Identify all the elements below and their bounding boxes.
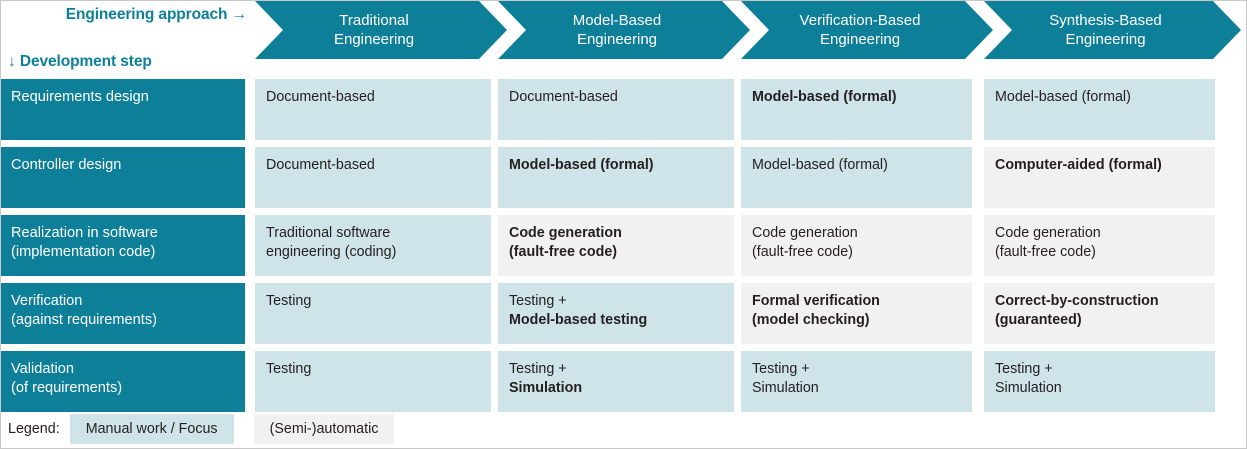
row-header-line2: (against requirements) (11, 312, 158, 329)
column-header-line2: Engineering (333, 31, 415, 48)
cell-line1: Testing + (995, 361, 1053, 377)
row-header-line1: Validation (11, 361, 75, 377)
matrix-cell-r5-c3[interactable]: Testing + Simulation (741, 351, 972, 412)
cell-line2: Simulation (752, 379, 819, 396)
row-header-5[interactable]: Validation (of requirements) (1, 351, 245, 412)
matrix-cell-r3-c4[interactable]: Code generation (fault-free code) (984, 215, 1215, 276)
cell-line2: engineering (coding) (266, 243, 397, 260)
row-header-line1: Verification (11, 293, 83, 309)
row-header-line2: (of requirements) (11, 380, 123, 397)
cell-line1: Testing + (752, 361, 810, 377)
column-header-line1: Model-Based (572, 11, 662, 29)
cell-line1: Document-based (266, 157, 375, 173)
cell-line1: Correct-by-construction (995, 293, 1159, 309)
cell-line2: (guaranteed) (995, 311, 1082, 328)
matrix-cell-r2-c3[interactable]: Model-based (formal) (741, 147, 972, 208)
cell-line1: Model-based (formal) (509, 157, 654, 173)
cell-line2: Simulation (995, 379, 1062, 396)
cell-line1: Computer-aided (formal) (995, 157, 1162, 173)
matrix-cell-r3-c1[interactable]: Traditional software engineering (coding) (255, 215, 491, 276)
row-header-line1: Realization in software (11, 225, 158, 241)
cell-line1: Model-based (formal) (752, 157, 888, 173)
column-header-line2: Engineering (819, 31, 901, 48)
matrix-cell-r2-c2[interactable]: Model-based (formal) (498, 147, 734, 208)
engineering-approach-axis-label: Engineering approach → (65, 6, 247, 23)
row-header-line1: Requirements design (11, 89, 149, 105)
cell-line1: Code generation (752, 225, 858, 241)
column-header-line1: Verification-Based (799, 11, 921, 29)
row-header-3[interactable]: Realization in software (implementation c… (1, 215, 245, 276)
matrix-row: Verification (against requirements) Testin… (1, 283, 1216, 344)
cell-line1: Document-based (266, 89, 375, 105)
cell-line2: (fault-free code) (509, 243, 618, 260)
matrix-cell-r3-c2[interactable]: Code generation (fault-free code) (498, 215, 734, 276)
matrix-row: Realization in software (implementation c… (1, 215, 1216, 276)
cell-line1: Model-based (formal) (752, 89, 897, 105)
cell-line2: Simulation (509, 379, 583, 396)
matrix-cell-r2-c4[interactable]: Computer-aided (formal) (984, 147, 1215, 208)
legend-swatch-manual: Manual work / Focus (69, 414, 234, 444)
matrix-cell-r5-c4[interactable]: Testing + Simulation (984, 351, 1215, 412)
matrix-cell-r1-c2[interactable]: Document-based (498, 79, 734, 140)
cell-line1: Testing + (509, 361, 567, 377)
legend-label: Legend: (8, 421, 60, 437)
cell-line1: Formal verification (752, 293, 880, 309)
legend: Legend: Manual work / Focus (Semi-)autom… (1, 413, 395, 445)
column-header-line1: Traditional (339, 11, 409, 29)
matrix-cell-r4-c1[interactable]: Testing (255, 283, 491, 344)
row-header-4[interactable]: Verification (against requirements) (1, 283, 245, 344)
matrix-cell-r2-c1[interactable]: Document-based (255, 147, 491, 208)
cell-line2: (fault-free code) (752, 243, 853, 260)
matrix-cell-r4-c4[interactable]: Correct-by-construction (guaranteed) (984, 283, 1215, 344)
column-header-line2: Engineering (576, 31, 658, 48)
row-header-2[interactable]: Controller design (1, 147, 245, 208)
matrix-row: Validation (of requirements) Testing Testin… (1, 351, 1216, 412)
legend-swatch-automatic: (Semi-)automatic (253, 414, 395, 444)
matrix-row: Requirements design Document-based Documen… (1, 79, 1216, 140)
matrix-row: Controller design Document-based Model-bas… (1, 147, 1216, 208)
cell-line1: Model-based (formal) (995, 89, 1131, 105)
column-header-line2: Engineering (1065, 31, 1146, 48)
cell-line1: Code generation (995, 225, 1101, 241)
development-step-axis-label: ↓ Development step (8, 53, 152, 70)
cell-line1: Document-based (509, 89, 618, 105)
matrix-cell-r5-c2[interactable]: Testing + Simulation (498, 351, 734, 412)
column-header-line1: Synthesis-Based (1049, 11, 1162, 29)
matrix-cell-r3-c3[interactable]: Code generation (fault-free code) (741, 215, 972, 276)
cell-line1: Testing (266, 361, 312, 377)
matrix-cell-r1-c3[interactable]: Model-based (formal) (741, 79, 972, 140)
cell-line2: (fault-free code) (995, 243, 1096, 260)
cell-line1: Testing + (509, 293, 567, 309)
matrix-cell-r1-c4[interactable]: Model-based (formal) (984, 79, 1215, 140)
cell-line1: Traditional software (266, 225, 391, 241)
row-header-line2: (implementation code) (11, 244, 156, 261)
cell-line1: Code generation (509, 225, 622, 241)
cell-line2: Model-based testing (509, 311, 648, 328)
cell-line1: Testing (266, 293, 312, 309)
matrix-cell-r5-c1[interactable]: Testing (255, 351, 491, 412)
matrix-cell-r4-c3[interactable]: Formal verification (model checking) (741, 283, 972, 344)
axis-labels: Engineering approach → ↓ Development ste… (1, 1, 255, 79)
row-header-line1: Controller design (11, 157, 122, 173)
row-header-1[interactable]: Requirements design (1, 79, 245, 140)
cell-line2: (model checking) (752, 311, 870, 328)
matrix-cell-r1-c1[interactable]: Document-based (255, 79, 491, 140)
matrix-cell-r4-c2[interactable]: Testing + Model-based testing (498, 283, 734, 344)
